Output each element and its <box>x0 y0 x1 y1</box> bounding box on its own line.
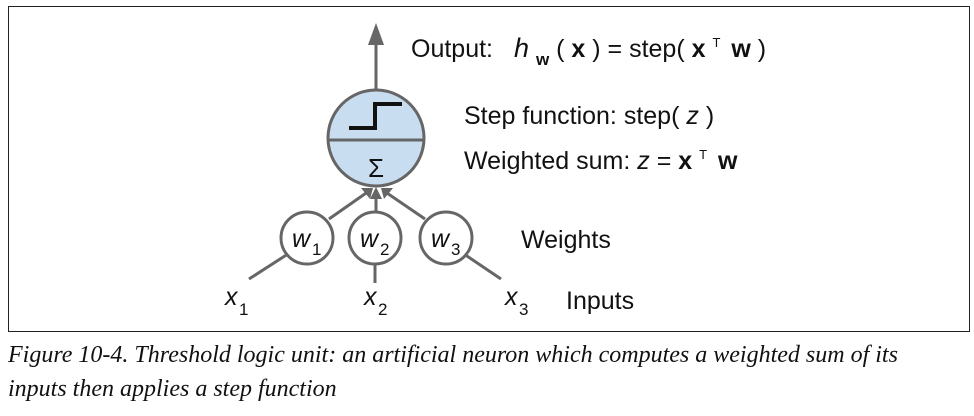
svg-text:w: w <box>360 225 380 253</box>
edge-w3-neuron <box>383 189 426 221</box>
weighted-sum-label: Weighted sum: z = x T w <box>464 137 738 175</box>
edge-w2-arrowhead <box>370 187 382 199</box>
edge-w3-arrowhead <box>381 188 393 199</box>
edge-x3-w3 <box>460 250 502 281</box>
svg-text:2: 2 <box>378 300 387 319</box>
svg-text:Output: h w: Output: h w ( x ) = step( x T w ) <box>411 25 766 71</box>
sigma-symbol: Σ <box>368 153 384 183</box>
figure-caption: Figure 10-4. Threshold logic unit: an ar… <box>8 342 898 402</box>
svg-text:1: 1 <box>239 300 248 319</box>
edge-x1-w1 <box>248 250 292 281</box>
svg-text:x: x <box>363 283 378 311</box>
weight-node-3: w 3 <box>418 210 474 266</box>
input-x2: x 2 <box>363 283 387 319</box>
svg-text:x: x <box>504 283 519 311</box>
figure-frame: Σ w 1 w 2 w 3 x 1 x 2 x 3 <box>8 6 970 332</box>
inputs-label: Inputs <box>566 287 634 315</box>
weights-label: Weights <box>521 226 611 254</box>
svg-text:Weighted sum: z: Weighted sum: z = x T w <box>464 137 738 175</box>
svg-text:w: w <box>431 225 451 253</box>
tlu-diagram: Σ w 1 w 2 w 3 x 1 x 2 x 3 <box>224 23 766 319</box>
svg-text:x: x <box>224 283 239 311</box>
output-arrowhead <box>368 23 384 45</box>
neuron-circle <box>326 88 426 188</box>
edge-w1-neuron <box>328 189 370 221</box>
svg-text:2: 2 <box>380 240 389 259</box>
weight-node-2: w 2 <box>347 210 403 266</box>
input-x3: x 3 <box>504 283 528 319</box>
svg-text:Step function: step( z: Step function: step( z ) <box>464 102 714 130</box>
svg-text:1: 1 <box>312 240 321 259</box>
step-function-icon <box>349 102 402 130</box>
svg-text:w: w <box>292 225 312 253</box>
svg-text:3: 3 <box>451 240 460 259</box>
svg-text:3: 3 <box>519 300 528 319</box>
input-x1: x 1 <box>224 283 248 319</box>
edge-w1-arrowhead <box>361 188 373 199</box>
output-formula: Output: h w ( x ) = step( x T w ) <box>411 25 766 71</box>
step-function-label: Step function: step( z ) <box>464 102 714 130</box>
weight-node-1: w 1 <box>279 210 335 266</box>
